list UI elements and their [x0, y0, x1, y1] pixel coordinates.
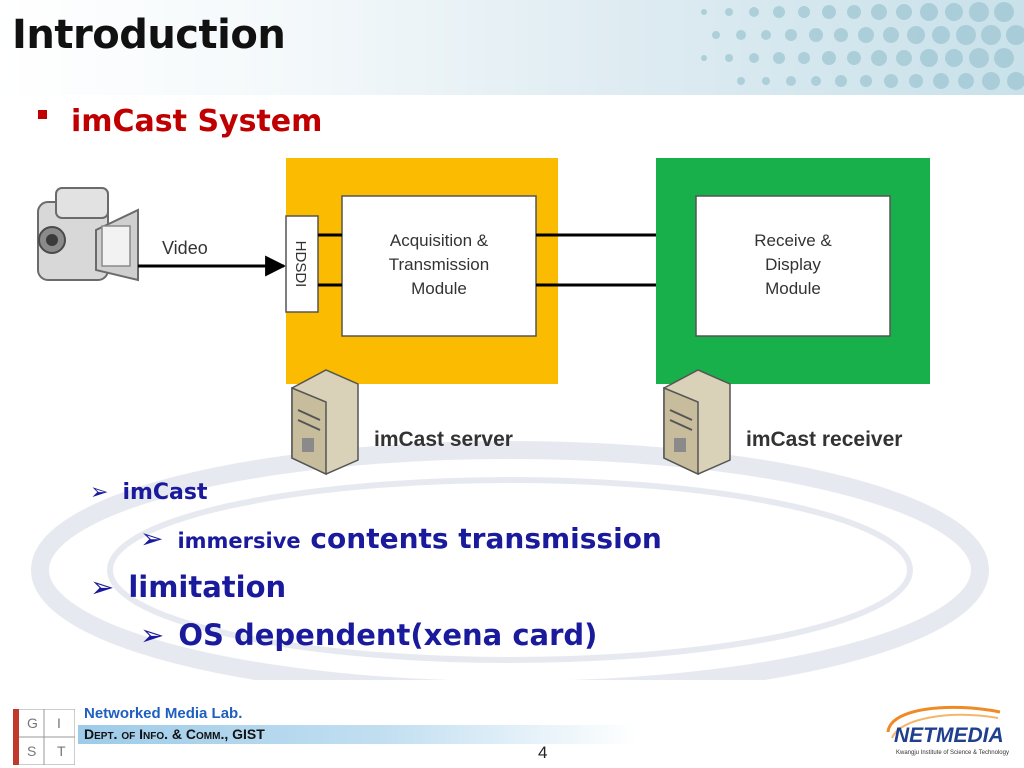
bullet-limitation-text: limitation — [128, 570, 287, 604]
bullet-limitation: ➢ limitation — [90, 570, 286, 604]
netmedia-logo: NETMEDIA Kwangju Institute of Science & … — [886, 705, 1009, 756]
lab-name: Networked Media Lab. — [84, 705, 243, 722]
bullet-arrow-icon: ➢ — [140, 522, 164, 555]
bullet-immersive: ➢ immersive contents transmission — [140, 522, 662, 555]
svg-text:G: G — [27, 715, 38, 731]
bullet-os: ➢ OS dependent(xena card) — [140, 618, 597, 652]
acquisition-line-2: Transmission — [389, 255, 489, 274]
acquisition-module-box — [341, 195, 537, 337]
bullet-arrow-icon: ➢ — [90, 570, 115, 604]
receiver-label: imCast receiver — [746, 428, 902, 451]
receive-line-3: Module — [765, 279, 821, 298]
receive-module-box — [695, 195, 891, 337]
svg-text:T: T — [57, 743, 66, 759]
acquisition-line-3: Module — [411, 279, 467, 298]
svg-text:S: S — [27, 743, 36, 759]
acquisition-line-1: Acquisition & — [390, 231, 489, 250]
hdsdi-label: HDSDI — [292, 241, 309, 288]
receiver-computer-icon — [663, 369, 731, 476]
gist-logo: G I S T — [13, 709, 75, 765]
bullet-immersive-text: immersive — [177, 529, 301, 553]
bullet-arrow-icon: ➢ — [90, 480, 109, 505]
main-bullet: imCast System — [38, 104, 322, 139]
footer: G I S T Networked Media Lab. Dept. of In… — [0, 700, 1024, 768]
bullet-imcast-text: imCast — [122, 480, 208, 505]
bullet-square-icon — [38, 110, 47, 119]
receive-line-1: Receive & — [754, 231, 832, 250]
bullet-contents-text: contents transmission — [310, 522, 662, 555]
dot-pattern-decoration — [701, 2, 1024, 90]
server-label: imCast server — [374, 428, 513, 451]
dept-text: Dept. of Info. & Comm., GIST — [84, 726, 265, 742]
bullet-os-text: OS dependent(xena card) — [178, 618, 598, 652]
server-computer-icon — [291, 369, 359, 476]
video-camera-icon — [37, 187, 139, 282]
slide-title: Introduction — [12, 12, 286, 58]
imcast-system-diagram: Video HDSDI Acquisition & Transmission M… — [37, 158, 930, 476]
hdsdi-box — [285, 215, 319, 313]
main-bullet-text: imCast System — [71, 104, 323, 139]
netmedia-logo-text: NETMEDIA — [894, 724, 1004, 747]
page-number: 4 — [538, 743, 548, 762]
dept-bar — [78, 725, 638, 744]
bullet-arrow-icon: ➢ — [140, 618, 165, 652]
svg-text:I: I — [57, 715, 61, 731]
header-band: Introduction — [0, 0, 1024, 95]
netmedia-logo-sub: Kwangju Institute of Science & Technolog… — [896, 750, 1009, 756]
receive-line-2: Display — [765, 255, 821, 274]
bullet-imcast: ➢ imCast — [90, 480, 208, 505]
video-label: Video — [162, 238, 208, 258]
